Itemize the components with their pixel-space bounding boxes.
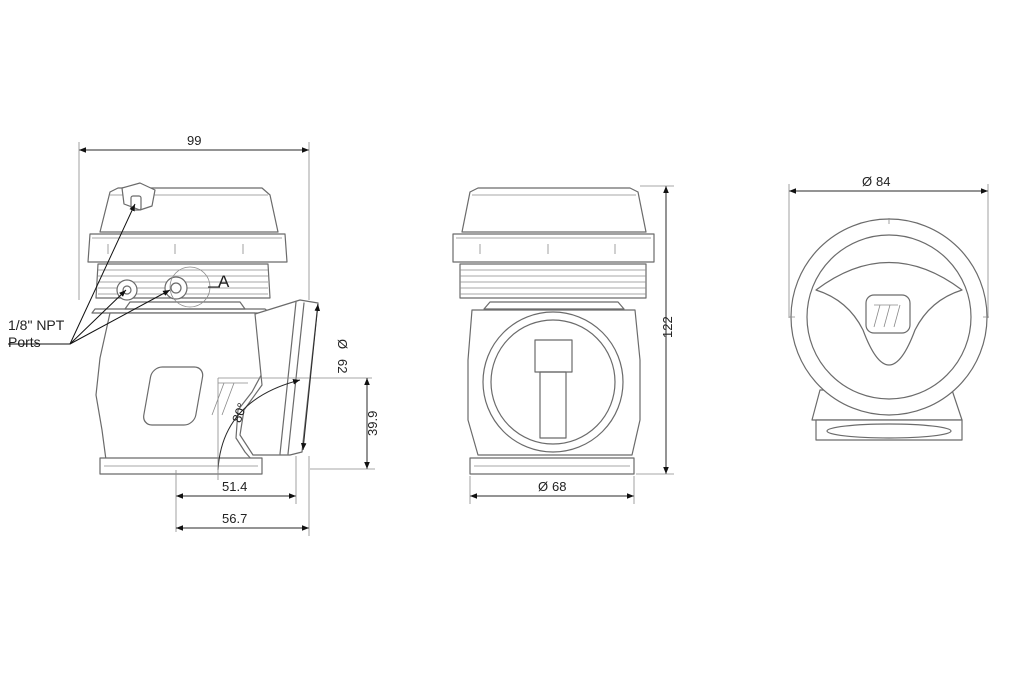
npt-callout-line2: Ports	[8, 334, 41, 350]
housing-diameter-label: 84	[876, 174, 890, 189]
top-view	[789, 218, 989, 441]
dimension-outlet-angle: 80°	[217, 377, 372, 480]
dimension-outlet-height: 39.9	[310, 378, 380, 470]
inlet-diameter-symbol: Ø	[538, 479, 548, 494]
dim-99-label: 99	[187, 133, 201, 148]
dimension-total-height: 122	[636, 185, 675, 475]
npt-port-right-icon	[164, 276, 188, 300]
inlet-offset-1-label: 51.4	[222, 479, 247, 494]
inlet-diameter-label: 68	[552, 479, 566, 494]
front-view	[452, 187, 655, 475]
outlet-angle-label: 80°	[229, 401, 250, 425]
dimension-housing-diameter: Ø 84	[788, 174, 989, 318]
dimension-inlet-offset-1: 51.4	[175, 456, 297, 532]
housing-diameter-symbol: Ø	[862, 174, 872, 189]
outlet-height-label: 39.9	[365, 411, 380, 436]
brand-logo-top-icon	[865, 294, 911, 334]
npt-callout-line1: 1/8" NPT	[8, 317, 65, 333]
section-marker: A	[169, 266, 230, 308]
dimension-outlet-diameter: Ø 62	[300, 303, 350, 451]
side-view	[87, 182, 319, 475]
total-height-label: 122	[660, 316, 675, 338]
section-marker-label: A	[218, 272, 230, 291]
inlet-offset-2-label: 56.7	[222, 511, 247, 526]
outlet-diameter-label: 62	[335, 359, 350, 373]
npt-callout: 1/8" NPT Ports	[8, 203, 171, 350]
outlet-diameter-symbol: Ø	[335, 339, 350, 349]
dimension-inlet-offset-2: 56.7	[176, 456, 310, 536]
npt-port-left-icon	[116, 279, 138, 301]
dimension-inlet-diameter: Ø 68	[469, 476, 635, 504]
dimension-width-side: 99	[78, 133, 310, 300]
